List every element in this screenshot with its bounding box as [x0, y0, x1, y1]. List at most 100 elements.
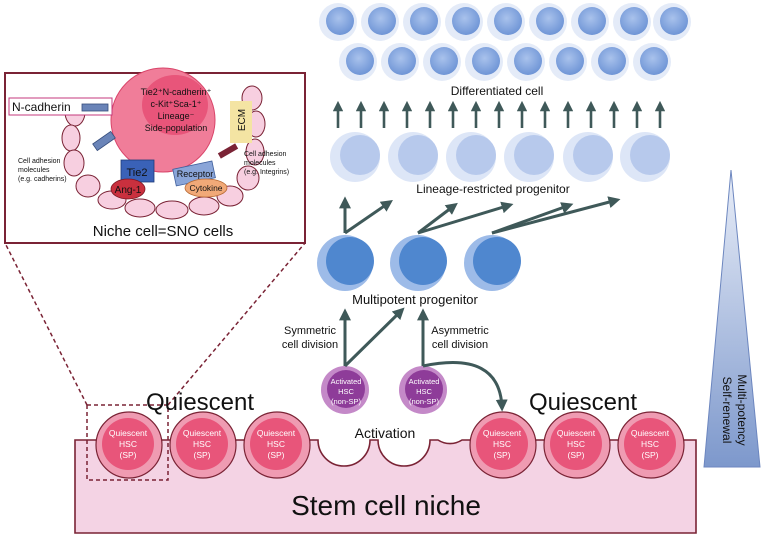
quiescent-cell-line2: HSC [567, 439, 585, 449]
differentiated-cell [487, 3, 525, 41]
adhesion-left-line1: Cell adhesion [18, 158, 61, 165]
differentiated-cell [339, 43, 377, 81]
marker-line-3: Lineage⁻ [158, 111, 195, 121]
symmetric-label-2: cell division [282, 339, 338, 351]
symmetric-arrow-diag [343, 307, 405, 368]
lineage-restricted-progenitor-cell [330, 132, 380, 182]
differentiated-cells-row-2 [339, 43, 671, 81]
differentiated-cell [633, 43, 671, 81]
multipotent-arrow [344, 199, 393, 235]
quiescent-cell-line1: Quiescent [631, 428, 670, 438]
quiescent-cell-line1: Quiescent [109, 428, 148, 438]
receptor-label: Receptor [177, 169, 214, 179]
quiescent-cell-line3: (SP) [642, 450, 659, 460]
adhesion-right-line2: molecules [244, 160, 276, 167]
zoom-line-left [4, 242, 88, 406]
quiescent-label-left: Quiescent [146, 389, 254, 416]
ecm-block [230, 101, 252, 143]
activated-cell-line1: Activated [409, 377, 440, 386]
symmetric-label-1: Symmetric [284, 325, 336, 337]
quiescent-cell-line3: (SP) [568, 450, 585, 460]
multipotent-progenitor-cell [390, 235, 447, 291]
lineage-restricted-progenitor-label: Lineage-restricted progenitor [416, 182, 569, 196]
activated-cell-line2: HSC [416, 387, 432, 396]
adhesion-left-line2: molecules [18, 167, 50, 174]
tie2-label: Tie2 [127, 167, 148, 179]
quiescent-hsc-cell: Quiescent HSC (SP) [543, 411, 611, 479]
cytokine-label: Cytokine [189, 183, 222, 193]
quiescent-cell-line3: (SP) [194, 450, 211, 460]
multipotent-progenitor-label: Multipotent progenitor [352, 292, 478, 307]
differentiation-arrows [332, 100, 666, 128]
inset-hsc-nucleus [142, 75, 208, 135]
lineage-restricted-progenitor-cell [504, 132, 554, 182]
adhesion-right-line3: (e.g. Integrins) [244, 169, 289, 176]
quiescent-hsc-cell: Quiescent HSC (SP) [95, 411, 163, 479]
zoom-highlight-box [86, 404, 169, 481]
quiescent-cell-line1: Quiescent [183, 428, 222, 438]
activated-hsc-cell: Activated HSC (non-SP) [399, 366, 447, 414]
marker-line-2: c-Kit⁺Sca-1⁺ [150, 99, 201, 109]
differentiated-cell [591, 43, 629, 81]
asymmetric-label-1: Asymmetric [431, 325, 489, 337]
activated-hsc-cell: Activated HSC (non-SP) [321, 366, 369, 414]
niche-inset-panel: Tie2⁺N-cadherin⁺ c-Kit⁺Sca-1⁺ Lineage⁻ S… [4, 67, 306, 244]
differentiated-cell [507, 43, 545, 81]
ncadherin-molecule [81, 103, 109, 112]
quiescent-hsc-cell: Quiescent HSC (SP) [243, 411, 311, 479]
asymmetric-arrow-curve [422, 361, 508, 412]
differentiated-cell [549, 43, 587, 81]
differentiated-cell [465, 43, 503, 81]
activated-cell-line1: Activated [331, 377, 362, 386]
differentiated-cells-row-1 [319, 3, 691, 41]
quiescent-cell-line1: Quiescent [557, 428, 596, 438]
activation-label: Activation [355, 425, 416, 441]
stem-cell-niche-label: Stem cell niche [291, 490, 481, 521]
adhesion-left-line3: (e.g. cadherins) [18, 176, 67, 183]
quiescent-cell-line2: HSC [119, 439, 137, 449]
differentiated-cell-label: Differentiated cell [451, 84, 544, 98]
differentiated-cell [319, 3, 357, 41]
differentiated-cell [445, 3, 483, 41]
differentiated-cell [571, 3, 609, 41]
ang1-label: Ang-1 [115, 185, 142, 196]
differentiated-cell [381, 43, 419, 81]
differentiated-cell [613, 3, 651, 41]
quiescent-cell-line1: Quiescent [257, 428, 296, 438]
lineage-restricted-progenitor-cell [563, 132, 613, 182]
quiescent-cell-line3: (SP) [494, 450, 511, 460]
quiescent-cell-line3: (SP) [120, 450, 137, 460]
quiescent-hsc-cell: Quiescent HSC (SP) [617, 411, 685, 479]
ecm-label: ECM [237, 109, 248, 131]
quiescent-hsc-cell: Quiescent HSC (SP) [469, 411, 537, 479]
ncadherin-label: N-cadherin [12, 100, 71, 114]
quiescent-cell-line2: HSC [641, 439, 659, 449]
differentiated-cell [403, 3, 441, 41]
lineage-restricted-progenitor-cell [446, 132, 496, 182]
quiescent-hsc-cell: Quiescent HSC (SP) [169, 411, 237, 479]
multipotent-arrow [491, 196, 621, 235]
integrin-molecule [217, 143, 239, 159]
differentiated-cell [361, 3, 399, 41]
adhesion-right-line1: Cell adhesion [244, 151, 287, 158]
zoom-line-right [167, 242, 306, 406]
multipotent-arrow [417, 201, 514, 235]
differentiated-cell [423, 43, 461, 81]
cytokine-ligand [184, 178, 228, 198]
multipotent-progenitor-cell [317, 235, 374, 291]
inset-caption: Niche cell=SNO cells [93, 223, 233, 240]
lineage-restricted-progenitor-cell [388, 132, 438, 182]
marker-line-1: Tie2⁺N-cadherin⁺ [141, 87, 212, 97]
asymmetric-label-2: cell division [432, 339, 488, 351]
multipotent-progenitor-cell [464, 235, 521, 291]
differentiated-cell [653, 3, 691, 41]
marker-line-4: Side-population [145, 123, 208, 133]
quiescent-cell-line1: Quiescent [483, 428, 522, 438]
quiescent-cell-line3: (SP) [268, 450, 285, 460]
lineage-restricted-progenitor-cell [620, 132, 670, 182]
triangle-label-2: Self-renewal [720, 377, 734, 444]
activated-cell-line3: (non-SP) [409, 397, 440, 406]
triangle-label-1: Multi-potency [735, 374, 749, 445]
multipotent-arrow [417, 202, 458, 235]
